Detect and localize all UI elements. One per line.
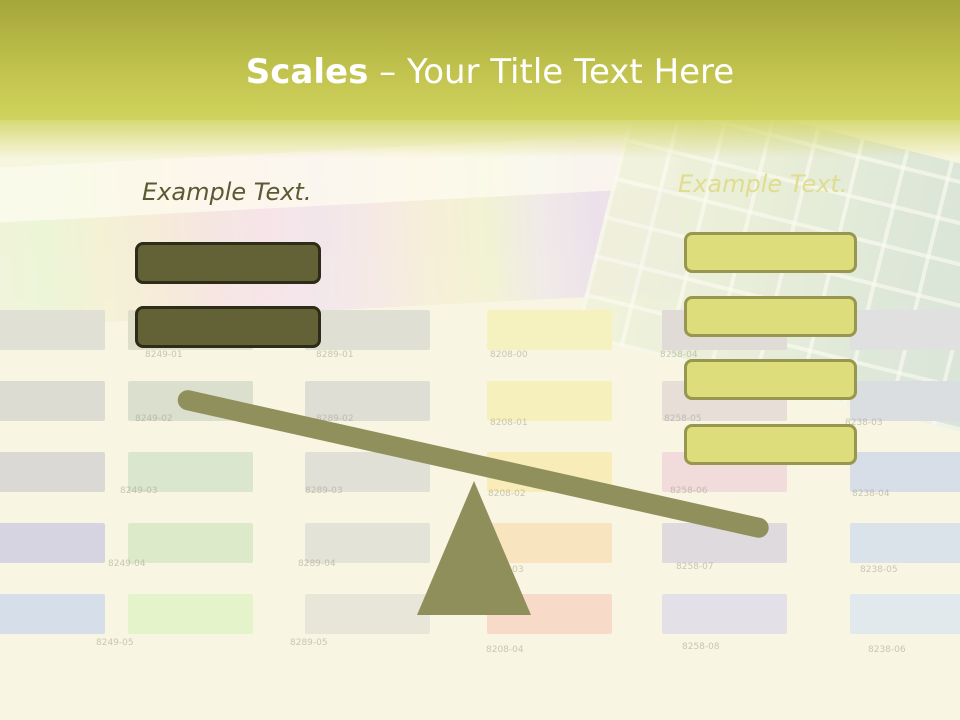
- swatch-column: [850, 310, 960, 665]
- swatch-code: 8208-01: [490, 418, 528, 428]
- right-text-box[interactable]: [684, 296, 857, 337]
- swatch-code: 8238-06: [868, 645, 906, 655]
- swatch-code: 8289-01: [316, 350, 354, 360]
- swatch-code: 8249-04: [108, 559, 146, 569]
- swatch-column: [0, 310, 105, 665]
- swatch-code: 8258-07: [676, 562, 714, 572]
- swatch-code: 8249-01: [145, 350, 183, 360]
- swatch-code: 8258-08: [682, 642, 720, 652]
- swatch-code: 8289-03: [305, 486, 343, 496]
- swatch-code: 8258-06: [670, 486, 708, 496]
- swatch-code: 8249-02: [135, 414, 173, 424]
- swatch-code: 8289-05: [290, 638, 328, 648]
- title-band-fade: [0, 118, 960, 158]
- swatch-code: 8289-02: [316, 414, 354, 424]
- title-separator: –: [368, 52, 407, 92]
- slide-title: Scales – Your Title Text Here: [0, 52, 960, 92]
- swatch-code: 8208-00: [490, 350, 528, 360]
- right-text-box[interactable]: [684, 232, 857, 273]
- swatch-code: 8249-05: [96, 638, 134, 648]
- left-text-box[interactable]: [135, 306, 321, 348]
- right-heading: Example Text.: [678, 170, 848, 198]
- swatch-code: 8208-04: [486, 645, 524, 655]
- swatch-code: 8258-05: [664, 414, 702, 424]
- swatch-code: 8258-04: [660, 350, 698, 360]
- title-bold: Scales: [245, 52, 369, 92]
- swatch-code: 8249-03: [120, 486, 158, 496]
- swatch-code: 8238-05: [860, 565, 898, 575]
- right-text-box[interactable]: [684, 359, 857, 400]
- scale-fulcrum: [417, 481, 531, 615]
- swatch-code: 8289-04: [298, 559, 336, 569]
- title-text: Your Title Text Here: [406, 52, 735, 92]
- left-text-box[interactable]: [135, 242, 321, 284]
- right-text-box[interactable]: [684, 424, 857, 465]
- left-heading: Example Text.: [142, 178, 312, 206]
- swatch-code: 8238-03: [845, 418, 883, 428]
- swatch-code: 8238-04: [852, 489, 890, 499]
- title-band: [0, 0, 960, 120]
